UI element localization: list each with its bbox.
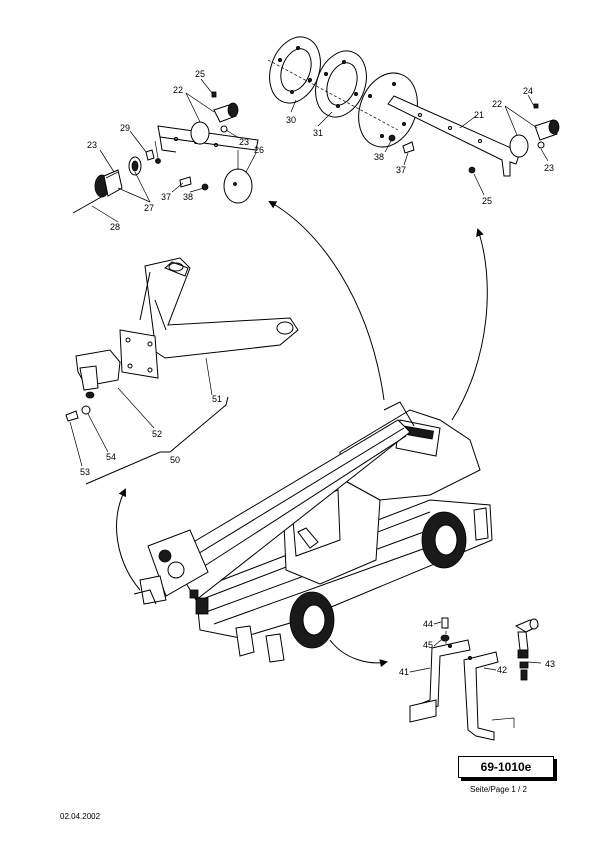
callout-24: 24 [523, 86, 533, 96]
callout-23: 23 [544, 163, 554, 173]
callout-52: 52 [152, 429, 162, 439]
callout-38: 38 [374, 152, 384, 162]
callout-26: 26 [254, 145, 264, 155]
callout-23: 23 [87, 140, 97, 150]
callout-21: 21 [474, 110, 484, 120]
callout-23: 23 [239, 137, 249, 147]
callout-54: 54 [106, 452, 116, 462]
callout-37: 37 [396, 165, 406, 175]
callout-44: 44 [423, 619, 433, 629]
drawing-reference-number: 69-1010e [458, 756, 554, 778]
callout-28: 28 [110, 222, 120, 232]
callout-25: 25 [482, 196, 492, 206]
callout-53: 53 [80, 467, 90, 477]
left-lamp-assembly [72, 78, 259, 223]
assembly-arrows [116, 201, 488, 668]
right-lamp-assembly [267, 36, 560, 196]
callout-38: 38 [183, 192, 193, 202]
callout-42: 42 [497, 665, 507, 675]
callout-22: 22 [173, 85, 183, 95]
callout-37: 37 [161, 192, 171, 202]
callout-22: 22 [492, 99, 502, 109]
drawing-date: 02.04.2002 [60, 812, 101, 821]
callout-50: 50 [170, 455, 180, 465]
callout-labels: 25 22 23 26 29 23 37 38 27 28 30 31 21 2… [80, 69, 555, 677]
crane-vehicle [133, 401, 493, 663]
callout-31: 31 [313, 128, 323, 138]
step-bracket-assembly [409, 617, 542, 741]
callout-25: 25 [195, 69, 205, 79]
callout-45: 45 [423, 640, 433, 650]
callout-43: 43 [545, 659, 555, 669]
callout-30: 30 [286, 115, 296, 125]
page-indicator: Seite/Page 1 / 2 [470, 785, 527, 794]
callout-29: 29 [120, 123, 130, 133]
mount-bracket-assembly [65, 257, 299, 485]
callout-27: 27 [144, 203, 154, 213]
callout-51: 51 [212, 394, 222, 404]
callout-41: 41 [399, 667, 409, 677]
